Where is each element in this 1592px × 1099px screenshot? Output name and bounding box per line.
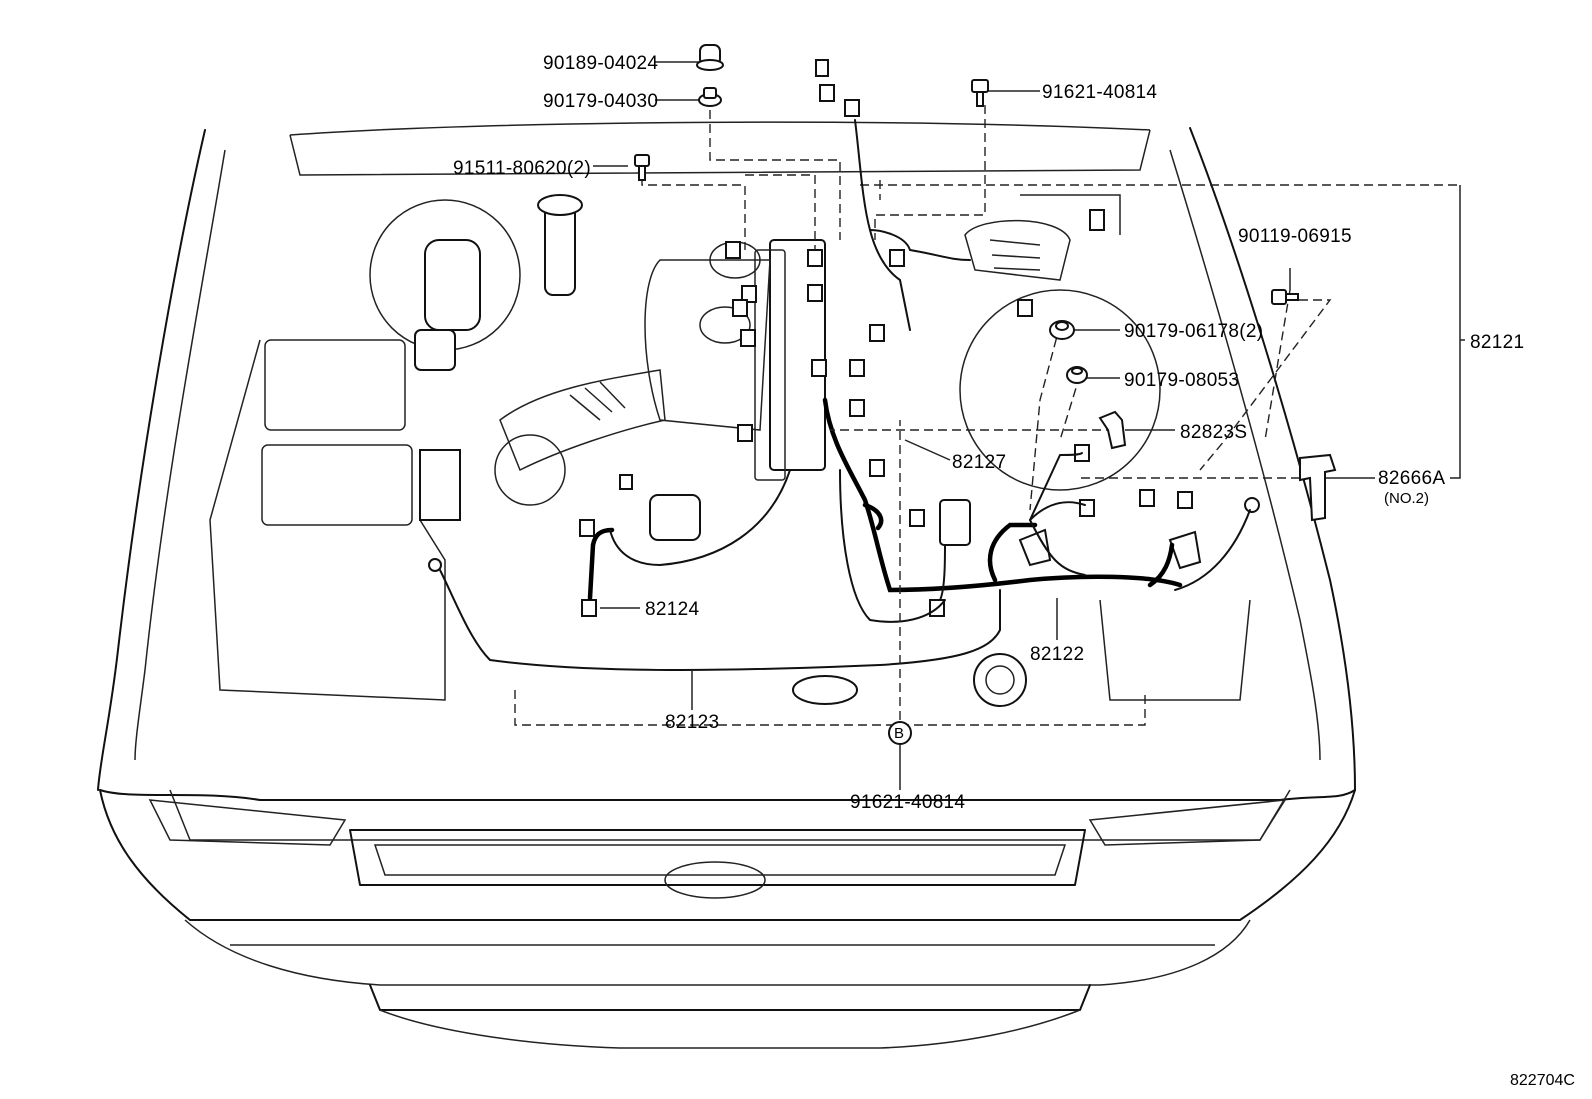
bracket-82666A-icon <box>1299 453 1337 522</box>
label-82666A: 82666A <box>1378 468 1445 489</box>
label-90179-08053: 90179-08053 <box>1124 370 1239 391</box>
label-91621-40814-bottom: 91621-40814 <box>850 792 965 813</box>
label-91511-80620: 91511-80620(2) <box>453 158 591 179</box>
label-82121: 82121 <box>1470 332 1524 353</box>
illustration-id: 822704C <box>1510 1072 1575 1089</box>
engine-components <box>261 184 1460 707</box>
label-82122: 82122 <box>1030 644 1084 665</box>
bolt-91511-80620-icon <box>634 154 650 181</box>
harness-connectors <box>428 59 1260 705</box>
callout-labels: 90189-04024 90179-04030 91621-40814 9151… <box>453 53 1575 1089</box>
label-82123: 82123 <box>665 712 719 733</box>
label-82823S: 82823S <box>1180 422 1247 443</box>
vehicle-body-outline <box>97 121 1356 1049</box>
label-ref-b: B <box>894 725 904 742</box>
fastener-parts <box>634 44 1337 745</box>
label-91621-40814-top: 91621-40814 <box>1042 82 1157 103</box>
bolt-90119-06915-icon <box>1271 289 1299 305</box>
bolt-91621-40814-top-icon <box>971 79 989 107</box>
label-90189-04024: 90189-04024 <box>543 53 658 74</box>
grommet-90189-04024-icon <box>696 44 724 71</box>
clamp-82823S-icon <box>1098 410 1127 450</box>
wiring-harness-lines <box>439 119 1251 671</box>
label-90179-04030: 90179-04030 <box>543 91 658 112</box>
label-82124: 82124 <box>645 599 699 620</box>
label-90179-06178: 90179-06178(2) <box>1124 321 1263 342</box>
label-82127: 82127 <box>952 452 1006 473</box>
label-90119-06915: 90119-06915 <box>1238 226 1352 247</box>
label-82666A-note: (NO.2) <box>1384 490 1429 507</box>
nut-90179-08053-icon <box>1066 366 1088 384</box>
nut-90179-04030-icon <box>698 87 722 107</box>
nut-90179-06178-icon <box>1049 320 1075 340</box>
